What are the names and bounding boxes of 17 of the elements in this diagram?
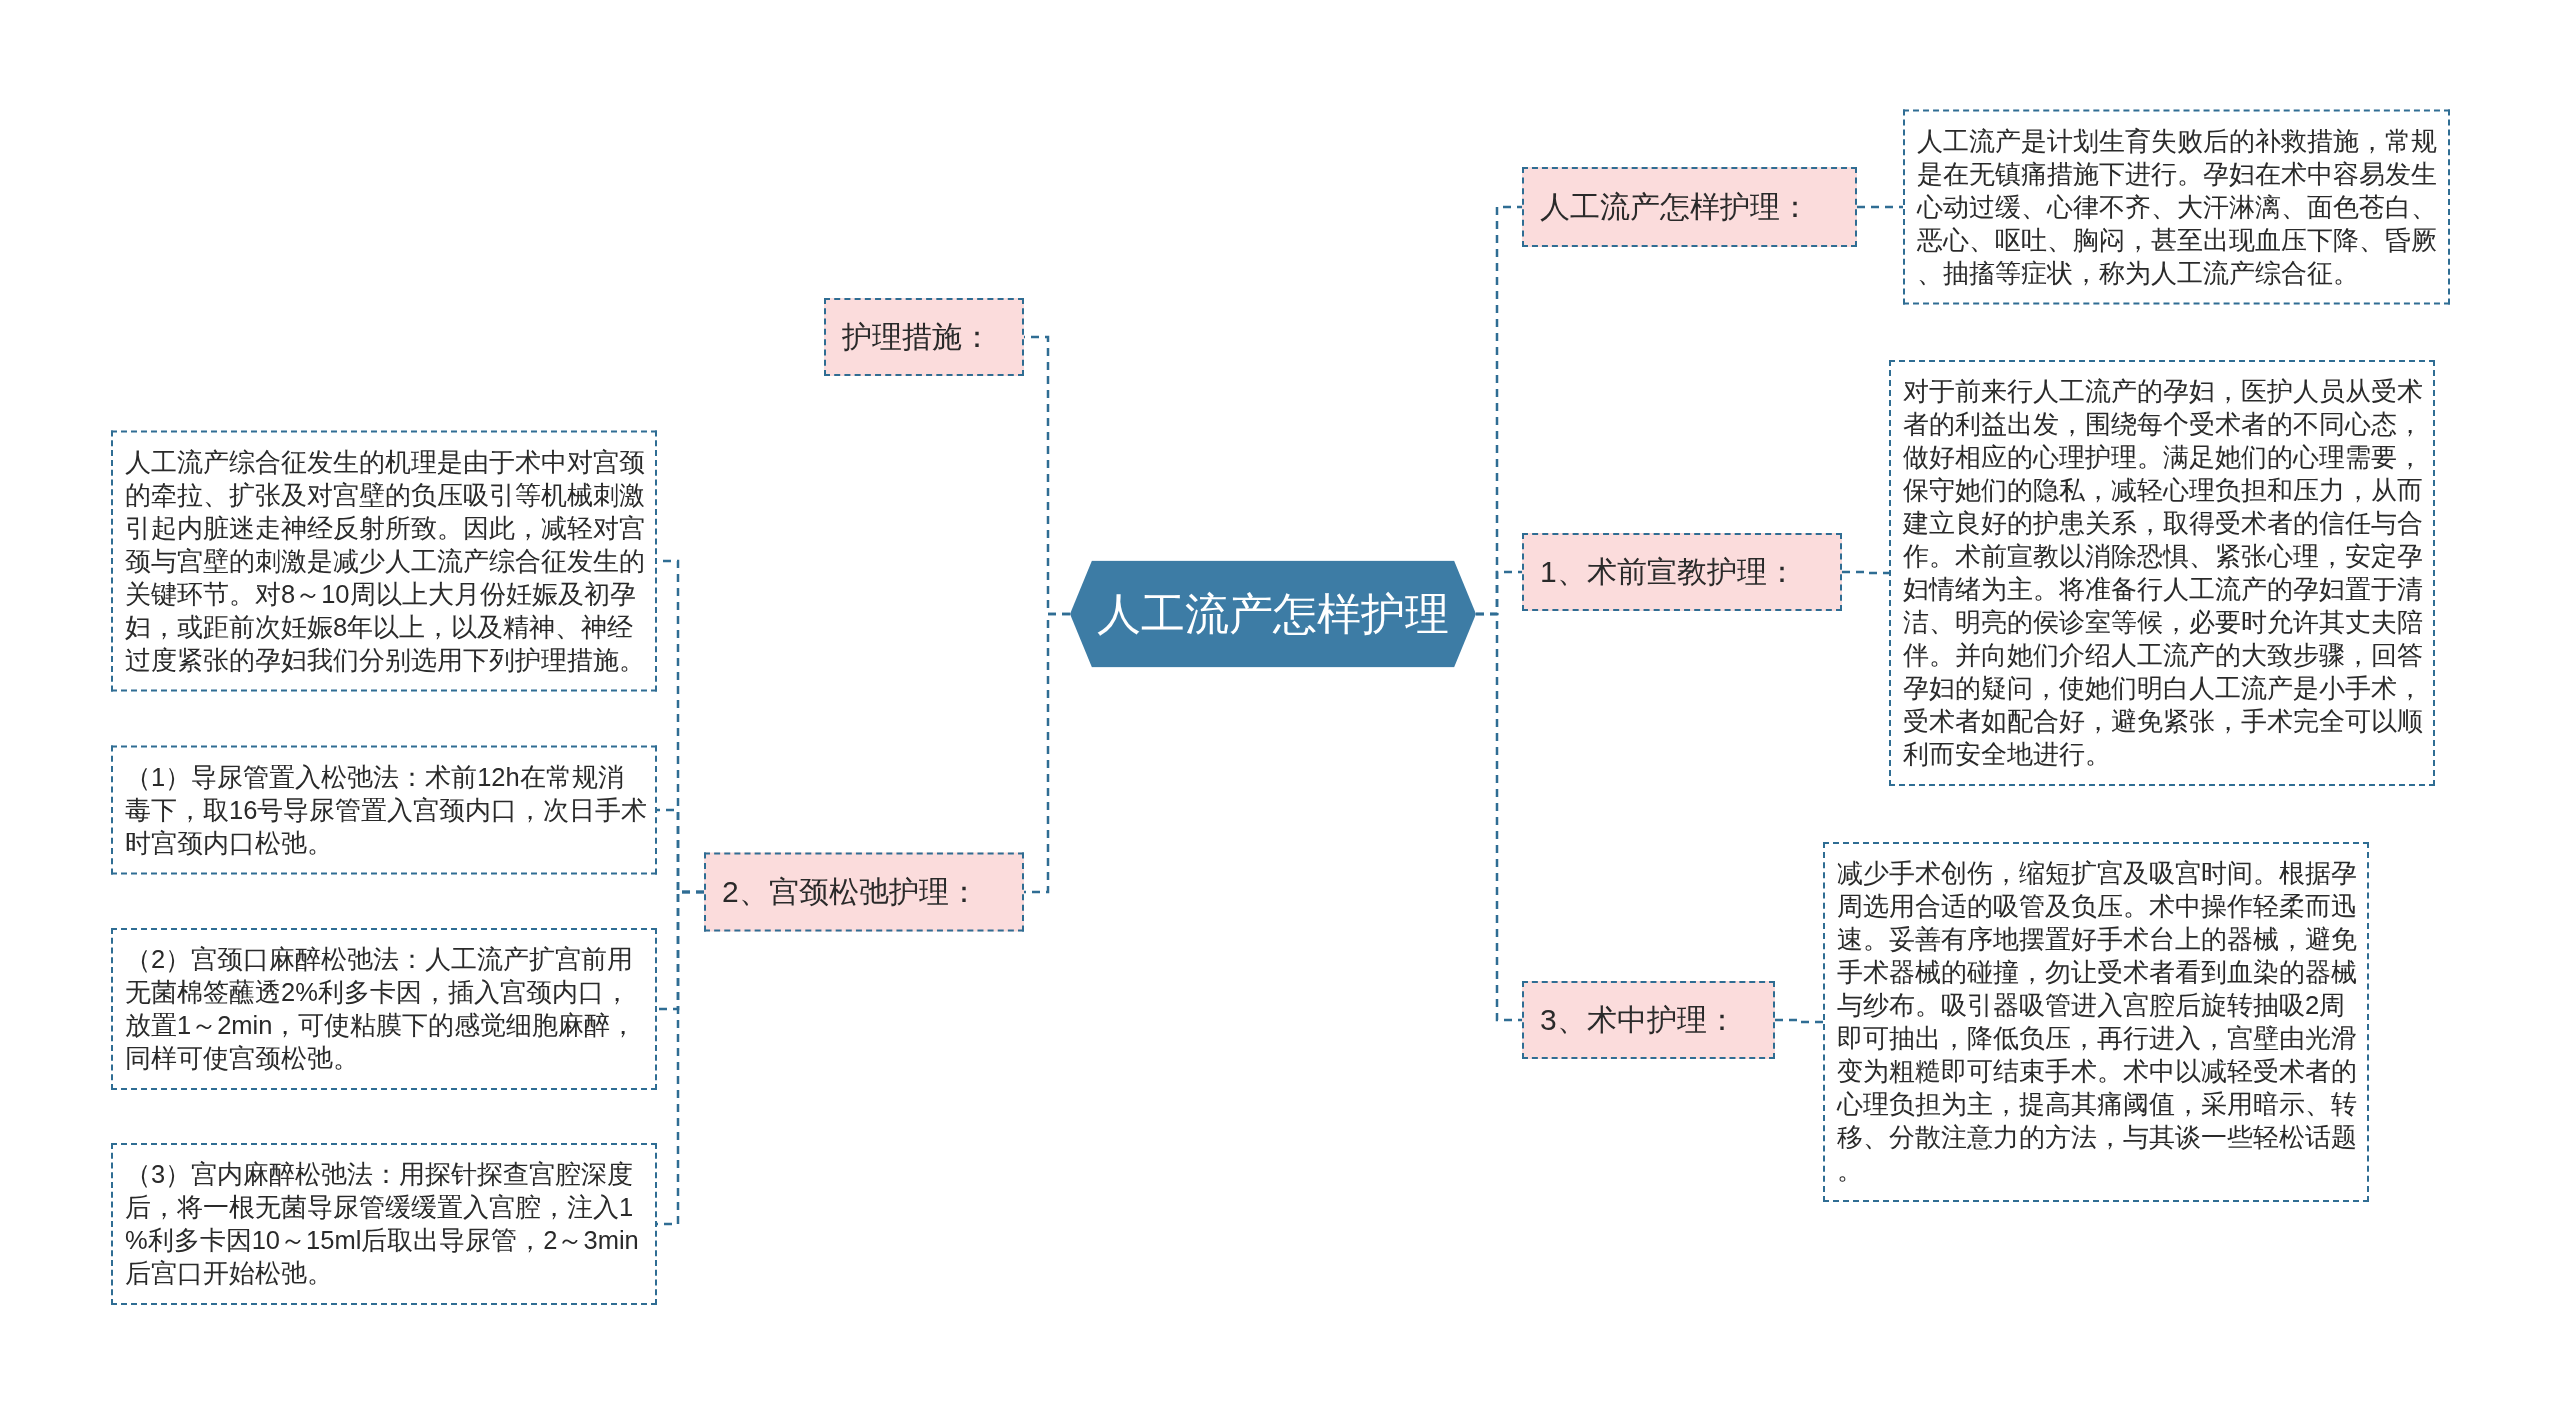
subtopic-box: 1、术前宣教护理： (1522, 533, 1842, 611)
subtopic-box: 人工流产怎样护理： (1522, 167, 1857, 247)
connector-line (1476, 612, 1522, 1022)
note-box: 人工流产是计划生育失败后的补救措施，常规是在无镇痛措施下进行。孕妇在术中容易发生心动过缓、心律不齐、大汗淋漓、面色苍白、恶心、呕吐、胸闷，甚至出现血压下降、昏厥、抽搐等症状，称为人工流产综合征。 (1903, 109, 2450, 305)
connector-line (1842, 570, 1889, 575)
connector-line (1857, 205, 1903, 209)
subtopic-box: 3、术中护理： (1522, 981, 1775, 1059)
note-box: 对于前来行人工流产的孕妇，医护人员从受术者的利益出发，围绕每个受术者的不同心态，做好相应的心理护理。满足她们的心理需要，保守她们的隐私，减轻心理负担和压力，从而建立良好的护患关系，取得受术者的信任与合作。术前宣教以消除恐惧、紧张心理，安定孕妇情绪为主。将准备行人工流产的孕妇置于清洁、明亮的侯诊室等候，必要时允许其丈夫陪伴。并向她们介绍人工流产的大致步骤，回答孕妇的疑问，使她们明白人工流产是小手术，受术者如配合好，避免紧张，手术完全可以顺利而安全地进行。 (1889, 360, 2435, 786)
subtopic-box: 2、宫颈松弛护理： (704, 852, 1024, 932)
connector-line (1775, 1018, 1823, 1024)
note-box: （2）宫颈口麻醉松弛法：人工流产扩宫前用无菌棉签蘸透2%利多卡因，插入宫颈内口，放置1～2min，可使粘膜下的感觉细胞麻醉，同样可使宫颈松弛。 (111, 928, 657, 1090)
note-box: 减少手术创伤，缩短扩宫及吸宫时间。根据孕周选用合适的吸管及负压。术中操作轻柔而迅速。妥善有序地摆置好手术台上的器械，避免手术器械的碰撞，勿让受术者看到血染的器械与纱布。吸引器吸管进入宫腔后旋转抽吸2周即可抽出，降低负压，再行进入，宫壁由光滑变为粗糙即可结束手术。术中以减轻受术者的心理负担为主，提高其痛阈值，采用暗示、转移、分散注意力的方法，与其谈一些轻松话题。 (1823, 842, 2369, 1202)
central-topic: 人工流产怎样护理 (1070, 560, 1476, 668)
subtopic-box: 护理措施： (824, 298, 1024, 376)
note-box: 人工流产综合征发生的机理是由于术中对宫颈的牵拉、扩张及对宫壁的负压吸引等机械刺激引起内脏迷走神经反射所致。因此，减轻对宫颈与宫壁的刺激是减少人工流产综合征发生的关键环节。对8～10周以上大月份妊娠及初孕妇，或距前次妊娠8年以上，以及精神、神经过度紧张的孕妇我们分别选用下列护理措施。 (111, 430, 657, 692)
note-box: （3）宫内麻醉松弛法：用探针探查宫腔深度后，将一根无菌导尿管缓缓置入宫腔，注入1%利多卡因10～15ml后取出导尿管，2～3min后宫口开始松弛。 (111, 1143, 657, 1305)
note-box: （1）导尿管置入松弛法：术前12h在常规消毒下，取16号导尿管置入宫颈内口，次日手术时宫颈内口松弛。 (111, 745, 657, 875)
